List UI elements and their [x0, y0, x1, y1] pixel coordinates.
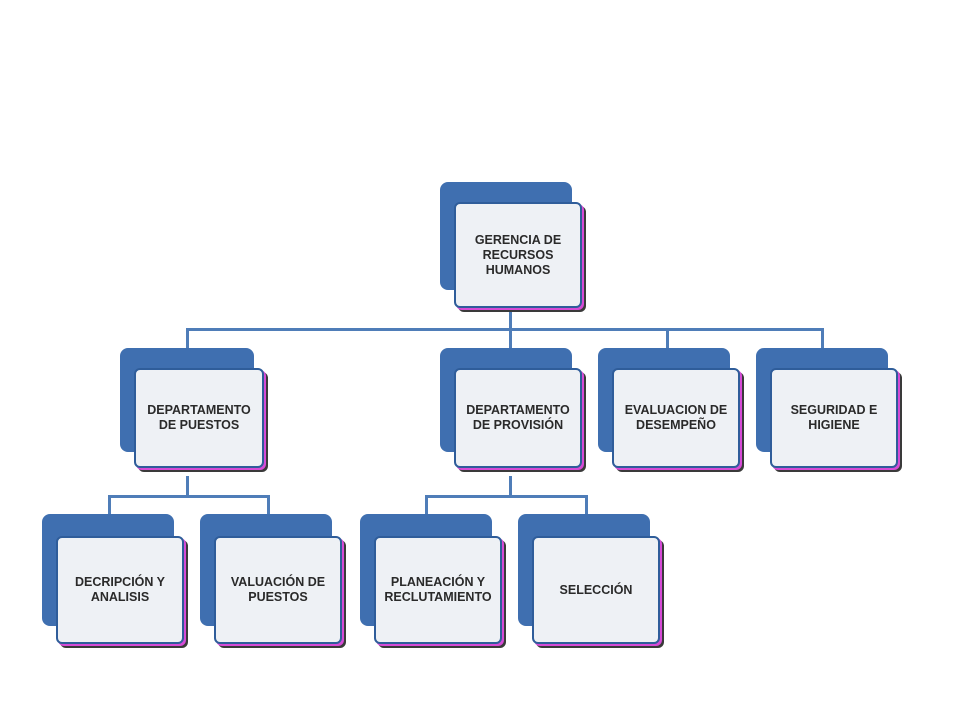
- connector-to-valuacion: [267, 495, 270, 515]
- node-seguridad-higiene: SEGURIDAD E HIGIENE: [756, 348, 902, 476]
- connector-to-evaluacion: [666, 328, 669, 350]
- node-label: DEPARTAMENTO DE PROVISIÓN: [466, 403, 570, 432]
- connector-to-provision: [509, 328, 512, 350]
- connector-to-puestos: [186, 328, 189, 350]
- connector-to-descripcion: [108, 495, 111, 515]
- node-evaluacion-desempeno: EVALUACION DE DESEMPEÑO: [598, 348, 744, 476]
- node-label: PLANEACIÓN Y RECLUTAMIENTO: [384, 575, 492, 604]
- connector-puestos-down: [186, 476, 189, 496]
- connector-root-down: [509, 312, 512, 330]
- node-label: VALUACIÓN DE PUESTOS: [230, 575, 326, 604]
- node-descripcion-analisis: DECRIPCIÓN Y ANALISIS: [42, 514, 188, 652]
- node-planeacion-reclutamiento: PLANEACIÓN Y RECLUTAMIENTO: [360, 514, 506, 652]
- node-valuacion-puestos: VALUACIÓN DE PUESTOS: [200, 514, 346, 652]
- connector-level1-horizontal: [186, 328, 824, 331]
- node-label: DECRIPCIÓN Y ANALISIS: [74, 575, 166, 604]
- connector-to-seleccion: [585, 495, 588, 515]
- node-gerencia-recursos-humanos: GERENCIA DE RECURSOS HUMANOS: [440, 182, 586, 314]
- connector-level2a-horizontal: [108, 495, 270, 498]
- node-label: SEGURIDAD E HIGIENE: [790, 403, 878, 432]
- node-departamento-puestos: DEPARTAMENTO DE PUESTOS: [120, 348, 270, 476]
- node-label: GERENCIA DE RECURSOS HUMANOS: [474, 232, 562, 277]
- node-label: EVALUACION DE DESEMPEÑO: [624, 403, 728, 432]
- connector-level2b-horizontal: [425, 495, 588, 498]
- connector-provision-down: [509, 476, 512, 496]
- node-departamento-provision: DEPARTAMENTO DE PROVISIÓN: [440, 348, 586, 476]
- node-label: SELECCIÓN: [559, 582, 633, 597]
- node-label: DEPARTAMENTO DE PUESTOS: [147, 403, 251, 432]
- connector-to-seguridad: [821, 328, 824, 350]
- node-seleccion: SELECCIÓN: [518, 514, 664, 652]
- connector-to-planeacion: [425, 495, 428, 515]
